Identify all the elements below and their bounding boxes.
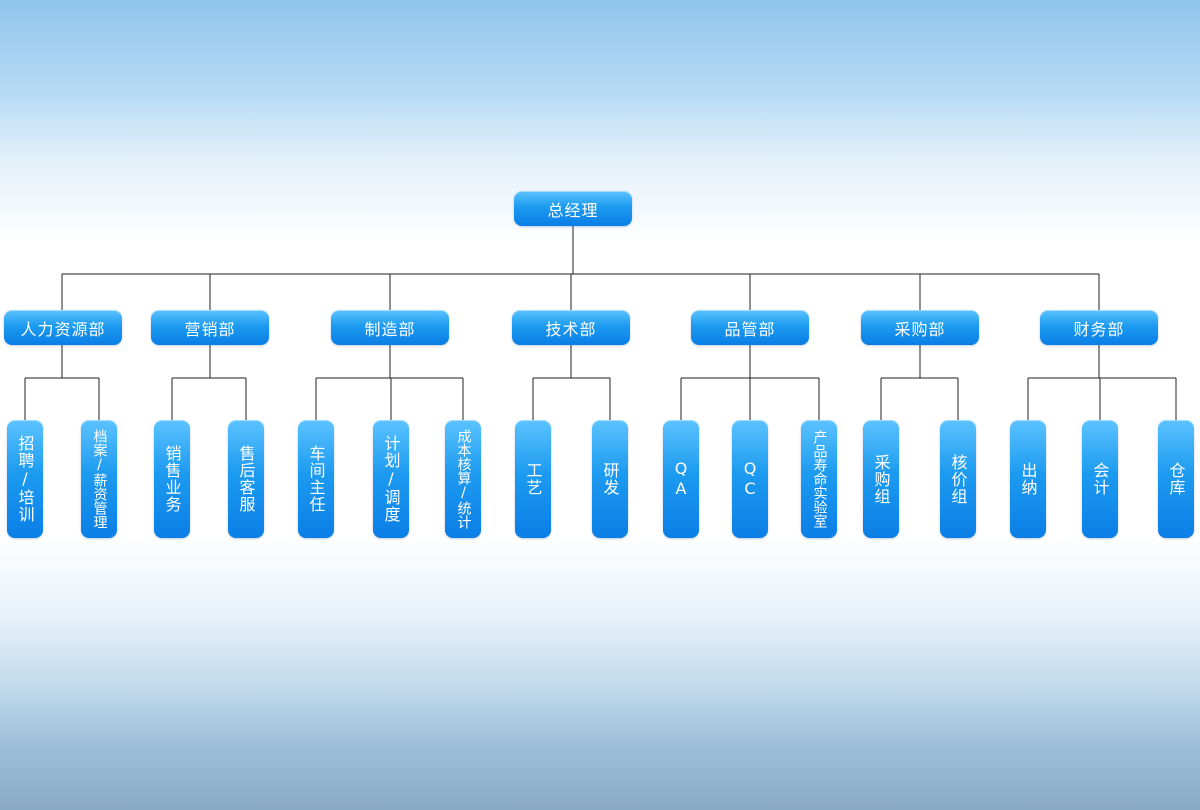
node-dept-tech: 技术部 [512, 310, 630, 345]
team-label: 工艺 [525, 462, 542, 496]
dept-label: 人力资源部 [20, 316, 105, 340]
dept-label: 制造部 [364, 316, 415, 340]
team-label: 出纳 [1020, 462, 1037, 496]
dept-label: 营销部 [184, 316, 235, 340]
node-team-planning: 计划/调度 [373, 420, 409, 538]
node-team-cashier: 出纳 [1010, 420, 1046, 538]
team-label: 档案/薪资管理 [92, 429, 107, 529]
team-label: 售后客服 [238, 445, 255, 513]
node-team-rnd: 研发 [592, 420, 628, 538]
node-team-qc: QC [732, 420, 768, 538]
node-team-after-sales: 售后客服 [228, 420, 264, 538]
team-label: 成本核算/统计 [456, 429, 471, 529]
node-dept-marketing: 营销部 [151, 310, 269, 345]
node-dept-finance: 财务部 [1040, 310, 1158, 345]
team-label: QC [742, 459, 759, 499]
node-team-qa: QA [663, 420, 699, 538]
node-dept-purchasing: 采购部 [861, 310, 979, 345]
node-dept-quality: 品管部 [691, 310, 809, 345]
team-label: 仓库 [1168, 462, 1185, 496]
node-team-purchase-group: 采购组 [863, 420, 899, 538]
team-label: 采购组 [873, 454, 890, 505]
node-dept-manufacturing: 制造部 [331, 310, 449, 345]
dept-label: 采购部 [894, 316, 945, 340]
team-label: 计划/调度 [383, 435, 400, 523]
node-team-accounting: 会计 [1082, 420, 1118, 538]
node-team-process: 工艺 [515, 420, 551, 538]
node-team-pricing-group: 核价组 [940, 420, 976, 538]
team-label: 研发 [602, 462, 619, 496]
node-team-archives-payroll: 档案/薪资管理 [81, 420, 117, 538]
dept-label: 技术部 [545, 316, 596, 340]
team-label: 车间主任 [308, 445, 325, 513]
node-root-label: 总经理 [547, 197, 598, 221]
team-label: 产品寿命实验室 [812, 430, 827, 528]
team-label: 会计 [1092, 462, 1109, 496]
node-team-warehouse: 仓库 [1158, 420, 1194, 538]
node-team-recruit-training: 招聘/培训 [7, 420, 43, 538]
node-team-life-test-lab: 产品寿命实验室 [801, 420, 837, 538]
node-team-cost-accounting: 成本核算/统计 [445, 420, 481, 538]
node-root: 总经理 [514, 191, 632, 226]
node-dept-hr: 人力资源部 [4, 310, 122, 345]
team-label: QA [673, 459, 690, 499]
team-label: 核价组 [950, 454, 967, 505]
dept-label: 财务部 [1073, 316, 1124, 340]
team-label: 销售业务 [164, 445, 181, 513]
dept-label: 品管部 [724, 316, 775, 340]
team-label: 招聘/培训 [17, 435, 34, 523]
node-team-sales: 销售业务 [154, 420, 190, 538]
node-team-workshop: 车间主任 [298, 420, 334, 538]
